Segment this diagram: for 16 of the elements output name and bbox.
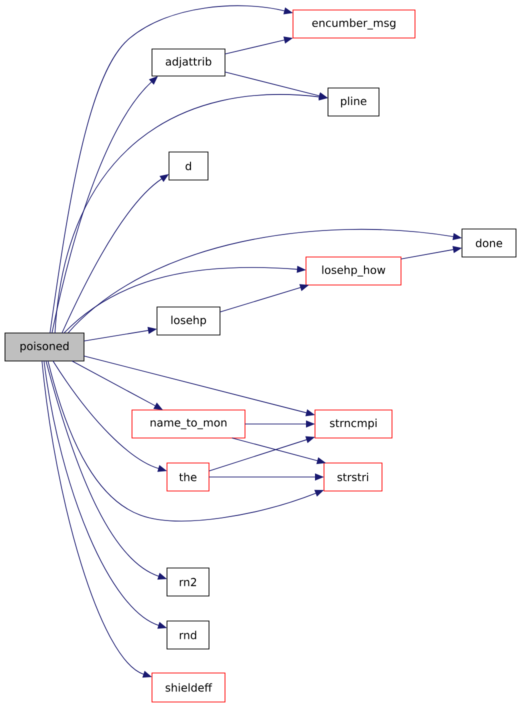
- function-box: pline: [328, 88, 380, 116]
- function-box: strncmpi: [314, 410, 392, 438]
- function-box: strstri: [324, 462, 382, 492]
- function-box: losehp: [156, 306, 220, 336]
- function-box: done: [462, 228, 516, 258]
- function-box: shieldeff: [152, 672, 226, 702]
- function-box: name_to_mon: [132, 410, 246, 438]
- function-box: poisoned: [4, 332, 84, 362]
- function-box: rn2: [166, 568, 210, 596]
- function-box: adjattrib: [152, 48, 226, 76]
- function-box: the: [166, 462, 210, 492]
- function-box: d: [168, 152, 208, 180]
- function-box: rnd: [166, 620, 210, 650]
- function-box: losehp_how: [306, 256, 402, 286]
- arrow: [52, 76, 158, 334]
- function-box: encumber_msg: [292, 10, 416, 38]
